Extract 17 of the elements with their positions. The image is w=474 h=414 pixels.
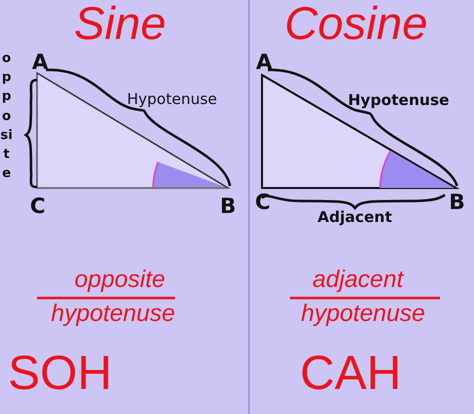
ratio-text: adjacent (312, 268, 404, 292)
mnemonic: CAH (300, 350, 402, 398)
side-label: Adjacent (318, 210, 392, 225)
vertex-label: B (449, 192, 466, 213)
ratio-text: hypotenuse (301, 302, 426, 326)
vertex-label: C (30, 196, 46, 217)
side-label: Hypotenuse (348, 93, 450, 108)
ratio-text: hypotenuse (51, 302, 176, 326)
heading: Sine (74, 0, 166, 46)
heading: Cosine (284, 0, 428, 46)
vertex-label: A (256, 52, 272, 73)
vertex-label: B (220, 196, 236, 217)
side-label: Hypotenuse (127, 92, 218, 107)
mnemonic: SOH (8, 350, 112, 398)
side-label: opposite (0, 50, 13, 184)
ratio-text: opposite (74, 268, 166, 292)
vertex-label: A (32, 52, 48, 73)
